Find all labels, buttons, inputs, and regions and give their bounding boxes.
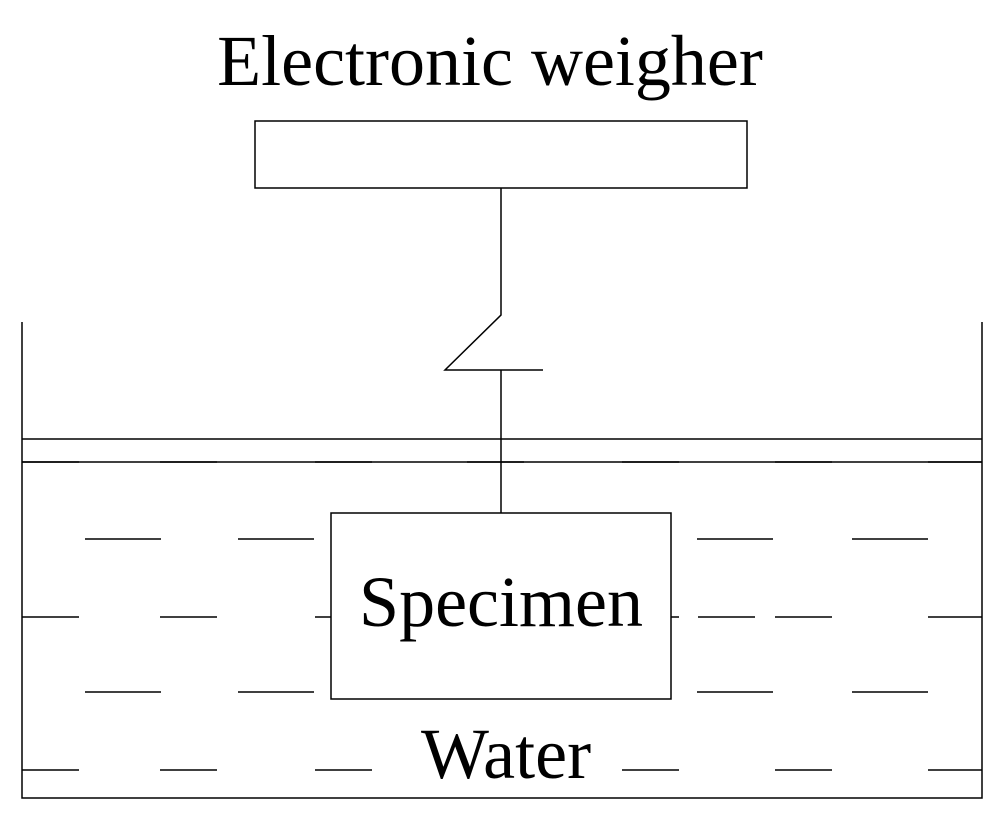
suspension-wire-upper (443, 188, 543, 371)
water-label-backing (392, 716, 620, 784)
specimen-label: Specimen (359, 562, 643, 642)
water-tank (21, 322, 983, 799)
specimen-block (330, 512, 672, 700)
electronic-weigher (254, 120, 748, 189)
weigher-label: Electronic weigher (217, 21, 763, 101)
water-label: Water (421, 714, 591, 794)
